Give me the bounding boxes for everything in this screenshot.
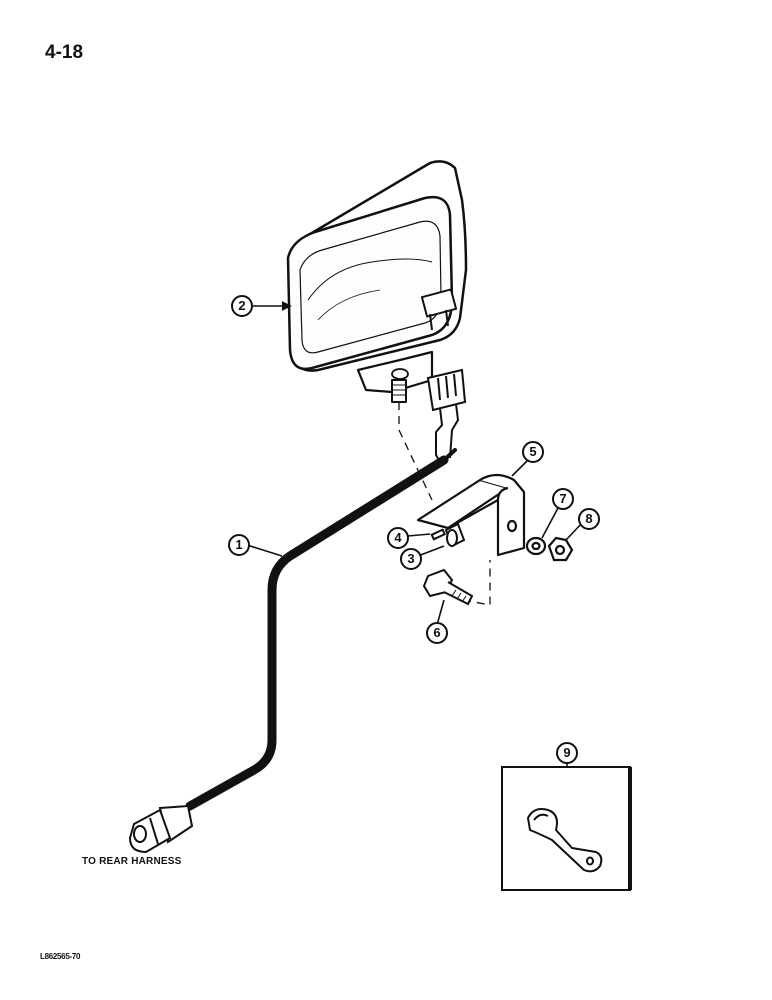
page-number: 4-18 <box>45 42 84 63</box>
hex-nut <box>547 536 574 562</box>
clip-detail-box <box>501 760 632 891</box>
harness-clip <box>527 808 603 873</box>
callout-9: 9 <box>556 742 578 764</box>
harness-end-connector <box>128 804 194 854</box>
callout-8: 8 <box>578 508 600 530</box>
callout-2: 2 <box>231 295 253 317</box>
figure-code: L862565-70 <box>40 952 81 961</box>
callout-5: 5 <box>522 441 544 463</box>
callout-1: 1 <box>228 534 250 556</box>
leader-lines <box>246 301 584 626</box>
callout-4: 4 <box>387 527 409 549</box>
lock-washer <box>525 536 547 556</box>
callout-7: 7 <box>552 488 574 510</box>
mounting-bracket <box>416 473 526 557</box>
callout-6: 6 <box>426 622 448 644</box>
spacer <box>444 522 466 548</box>
bolt <box>422 568 474 606</box>
wire-harness <box>170 448 457 816</box>
washer <box>430 528 447 541</box>
harness-destination-label: TO REAR HARNESS <box>82 856 182 867</box>
callout-3: 3 <box>400 548 422 570</box>
lamp-connector <box>426 368 467 463</box>
work-lamp <box>286 160 468 403</box>
